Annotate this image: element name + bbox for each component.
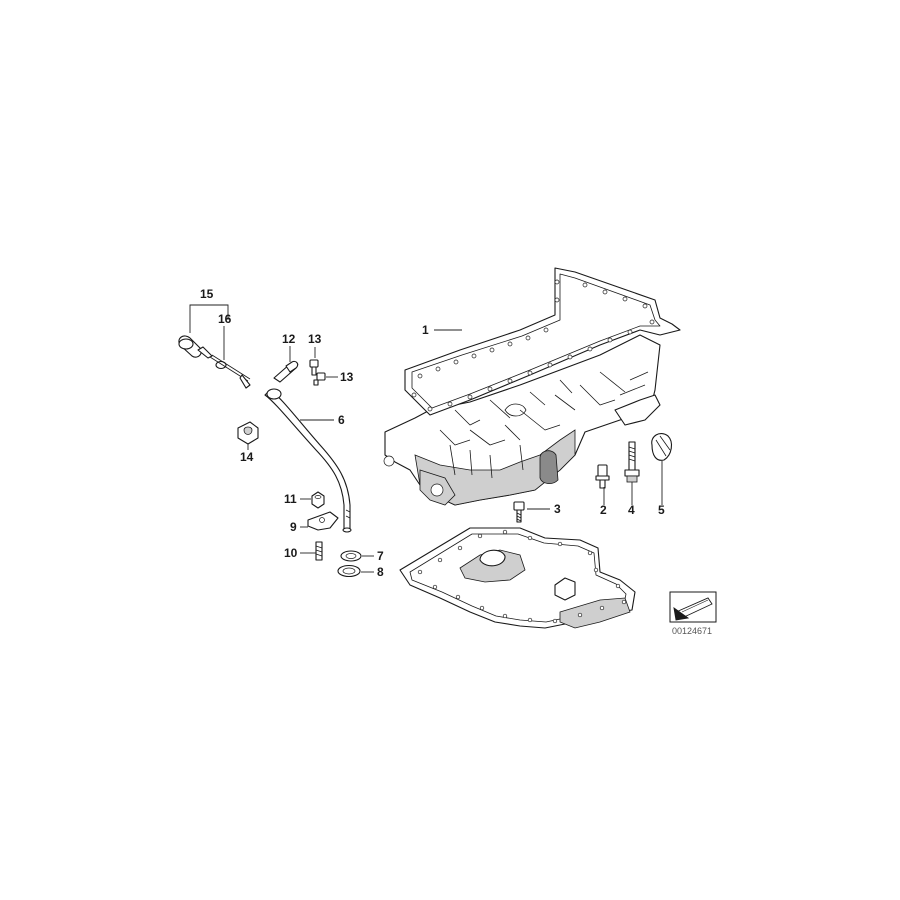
callout-12: 12 xyxy=(282,332,296,346)
upper-oil-pan xyxy=(383,267,681,506)
callout-4: 4 xyxy=(628,503,635,517)
reference-code: 00124671 xyxy=(672,626,712,636)
callout-1: 1 xyxy=(422,323,429,337)
screw-part-13b xyxy=(313,372,326,386)
lower-oil-pan xyxy=(399,527,636,629)
seal-ring-part-8 xyxy=(337,564,361,578)
callout-11: 11 xyxy=(284,492,297,506)
callout-9: 9 xyxy=(290,520,297,534)
callout-3: 3 xyxy=(554,502,561,516)
bracket-part-12 xyxy=(273,360,299,383)
seal-ring-part-7 xyxy=(340,550,362,562)
callout-8: 8 xyxy=(377,565,384,579)
arrow-direction-icon[interactable] xyxy=(669,591,717,623)
nut-part-11 xyxy=(311,491,325,509)
callout-10: 10 xyxy=(284,546,298,560)
callout-16: 16 xyxy=(218,312,232,326)
bolt-part-4 xyxy=(624,441,640,483)
leader-lines xyxy=(189,304,663,573)
callout-labels: 1 2 3 4 5 6 7 8 9 10 11 12 13 13 14 15 1… xyxy=(200,287,665,579)
callout-6: 6 xyxy=(338,413,345,427)
callout-7: 7 xyxy=(377,549,384,563)
callout-2: 2 xyxy=(600,503,607,517)
cap-part-5 xyxy=(651,433,673,461)
callout-13b: 13 xyxy=(340,370,354,384)
callout-5: 5 xyxy=(658,503,665,517)
screw-part-13a xyxy=(309,359,319,376)
dipstick-assembly xyxy=(178,335,352,533)
callout-14: 14 xyxy=(240,450,254,464)
clamp-part-14 xyxy=(237,421,259,445)
callout-13a: 13 xyxy=(308,332,322,346)
plate-part-9 xyxy=(307,511,339,531)
bolt-part-2 xyxy=(595,464,610,489)
stud-part-10 xyxy=(315,541,323,561)
bolt-part-3 xyxy=(513,501,525,523)
callout-15: 15 xyxy=(200,287,214,301)
